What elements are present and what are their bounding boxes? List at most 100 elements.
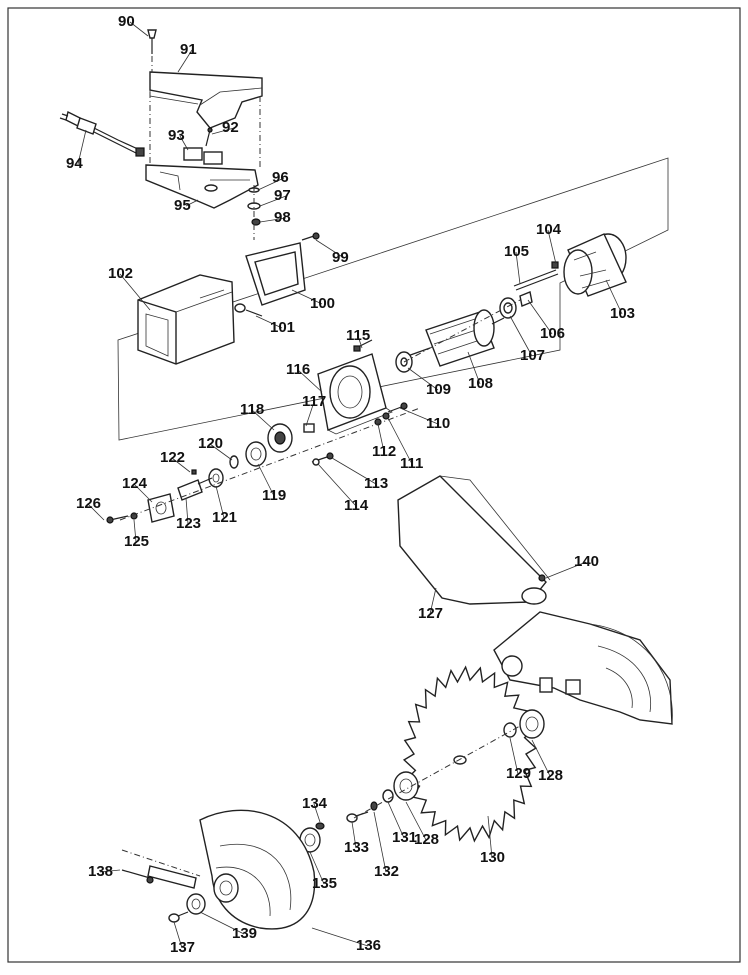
gear-housing-116 [317, 353, 393, 435]
leader-line [405, 801, 427, 841]
callout-label: 123 [176, 515, 201, 532]
plate-124 [147, 493, 175, 523]
callout-labels: 9091929394959697989910010110210310410510… [66, 13, 635, 956]
leader-line [311, 927, 369, 947]
callout-label: 108 [468, 375, 493, 392]
callout-label: 115 [346, 327, 370, 344]
leader-line [331, 457, 377, 485]
leader-line [399, 407, 439, 425]
leader-line [527, 299, 553, 335]
callout-label: 109 [426, 381, 451, 398]
callout-label: 101 [270, 319, 295, 336]
brush-104 [551, 261, 559, 269]
leader-line [509, 737, 519, 775]
screw-99 [301, 232, 320, 241]
gear-118 [267, 423, 293, 453]
callout-label: 128 [414, 831, 439, 848]
leader-line [215, 485, 225, 519]
callout-label: 90 [118, 13, 135, 30]
callout-label: 132 [374, 863, 399, 880]
callout-label: 107 [520, 347, 545, 364]
leader-line [531, 739, 551, 777]
bearing-107 [499, 297, 517, 319]
callout-label: 98 [274, 209, 291, 226]
leader-line [259, 195, 287, 207]
washer-111 [382, 412, 390, 420]
leader-line [171, 457, 191, 473]
screw-126 [106, 515, 129, 524]
leader-line [177, 49, 193, 73]
leader-line [545, 561, 587, 579]
callout-label: 94 [66, 155, 83, 172]
leader-line [209, 443, 233, 461]
leader-line [373, 811, 387, 873]
leader-line [255, 315, 283, 329]
leader-line [129, 21, 149, 37]
leader-line [257, 177, 285, 191]
motor-housing-102 [137, 274, 235, 365]
leader-line [87, 503, 105, 521]
leader-line [291, 289, 323, 305]
callout-label: 114 [344, 497, 369, 514]
callout-label: 95 [174, 197, 191, 214]
callout-label: 129 [506, 765, 531, 782]
screw-110 [387, 402, 408, 413]
callout-label: 139 [232, 925, 257, 942]
leader-line [119, 273, 151, 311]
callout-label: 105 [504, 243, 529, 260]
callout-label: 127 [418, 605, 443, 622]
callout-label: 116 [286, 361, 310, 378]
leader-line [305, 401, 315, 427]
leader-line [605, 279, 623, 315]
callout-label: 133 [344, 839, 369, 856]
callout-label: 103 [610, 305, 635, 322]
callout-label: 125 [124, 533, 149, 550]
leader-line [179, 135, 189, 151]
callout-label: 140 [574, 553, 599, 570]
washer-139 [186, 893, 206, 915]
spindle-123 [177, 477, 213, 501]
leader-line [377, 423, 385, 453]
leader-line [509, 315, 533, 357]
leader-line [387, 417, 413, 465]
leader-line [429, 587, 437, 615]
callout-label: 117 [302, 393, 326, 410]
washer-131 [382, 789, 394, 803]
callout-label: 134 [302, 795, 328, 812]
flange-128-left [393, 771, 419, 801]
callout-label: 100 [310, 295, 335, 312]
leader-line [387, 801, 405, 839]
screw-115 [353, 339, 373, 352]
callout-label: 131 [392, 829, 417, 846]
bolt-133 [346, 811, 369, 823]
leader-line [351, 821, 357, 849]
handle-bottom-part [145, 164, 259, 209]
arm-frame [493, 611, 673, 725]
callout-label: 113 [364, 475, 388, 492]
screw-137 [168, 911, 189, 923]
switch-93 [183, 147, 223, 165]
page-border [7, 7, 741, 963]
power-cord [59, 110, 145, 157]
callout-label: 92 [222, 119, 239, 136]
callout-label: 120 [198, 435, 223, 452]
callout-label: 128 [538, 767, 563, 784]
leader-line [515, 251, 521, 285]
upper-blade-guard-127 [397, 475, 551, 605]
callout-label: 97 [274, 187, 291, 204]
leader-line [77, 129, 87, 165]
screw-92 [205, 127, 213, 147]
washer-132 [370, 801, 378, 811]
leader-line [259, 217, 287, 223]
callout-label: 99 [332, 249, 349, 266]
washer-129 [503, 722, 517, 738]
nut-134 [315, 822, 325, 830]
callout-label: 96 [272, 169, 289, 186]
callout-label: 111 [400, 455, 423, 472]
pin-117 [303, 423, 315, 433]
leader-line [313, 803, 321, 823]
callout-label: 122 [160, 449, 185, 466]
leader-line [99, 869, 121, 873]
leader-line [315, 239, 345, 259]
